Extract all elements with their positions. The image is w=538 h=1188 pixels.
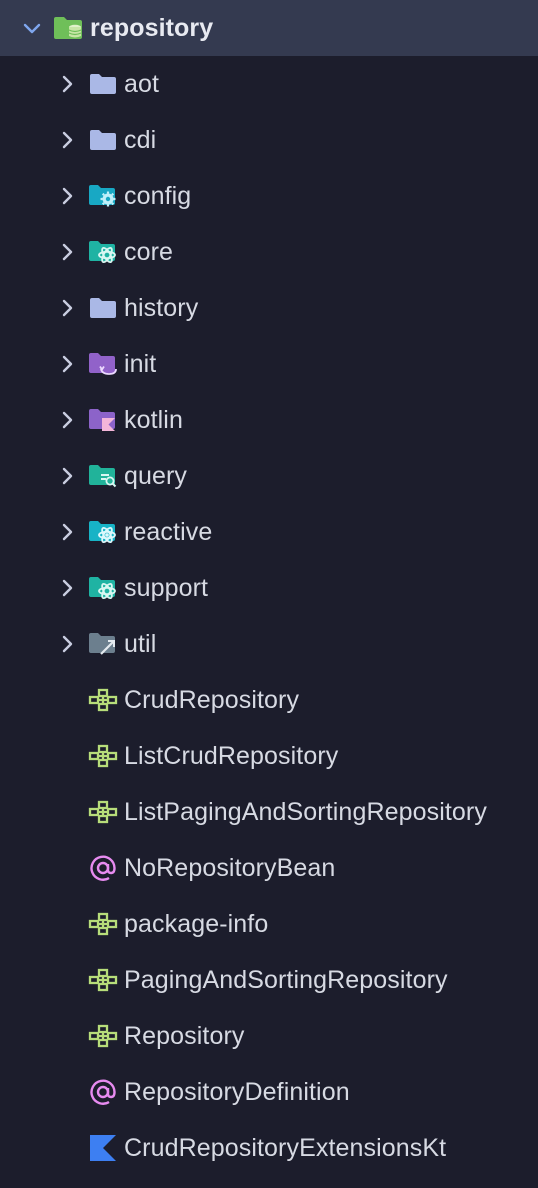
tree-row-file[interactable]: Repository	[0, 1008, 538, 1064]
java-class-icon	[88, 1022, 118, 1050]
tree-row-file[interactable]: ListPagingAndSortingRepository	[0, 784, 538, 840]
tree-row-folder[interactable]: cdi	[0, 112, 538, 168]
tree-row-file[interactable]: CrudRepositoryExtensionsKt	[0, 1120, 538, 1176]
tree-row-label: package-info	[124, 909, 269, 938]
kotlin-file-icon	[88, 1134, 118, 1162]
tree-row-label: query	[124, 461, 188, 490]
tree-row-file[interactable]: CrudRepository	[0, 672, 538, 728]
tree-row-folder[interactable]: reactive	[0, 504, 538, 560]
tree-row-label: aot	[124, 69, 160, 98]
tree-row-folder[interactable]: aot	[0, 56, 538, 112]
tree-row-folder[interactable]: kotlin	[0, 392, 538, 448]
database-folder-icon	[53, 14, 83, 42]
init-folder-icon	[88, 350, 118, 378]
tree-row-label: kotlin	[124, 405, 183, 434]
tree-row-file[interactable]: NoRepositoryBean	[0, 840, 538, 896]
java-class-icon	[88, 798, 118, 826]
support-folder-icon	[88, 574, 118, 602]
chevron-right-icon[interactable]	[55, 128, 79, 152]
core-folder-icon	[88, 238, 118, 266]
annotation-icon	[88, 1078, 118, 1106]
tree-row-file[interactable]: ListCrudRepository	[0, 728, 538, 784]
tree-row-label: init	[124, 349, 157, 378]
tree-row-label: RepositoryDefinition	[124, 1077, 350, 1106]
folder-icon	[88, 70, 118, 98]
tree-row-label: repository	[90, 13, 214, 42]
tree-row-label: config	[124, 181, 192, 210]
chevron-right-icon[interactable]	[55, 72, 79, 96]
tree-row-label: support	[124, 573, 209, 602]
tree-row-label: Repository	[124, 1021, 245, 1050]
tree-row-label: reactive	[124, 517, 213, 546]
chevron-right-icon[interactable]	[55, 296, 79, 320]
annotation-icon	[88, 854, 118, 882]
tree-row-label: history	[124, 293, 199, 322]
config-folder-icon	[88, 182, 118, 210]
tree-row-label: ListCrudRepository	[124, 741, 339, 770]
chevron-right-icon[interactable]	[55, 352, 79, 376]
java-class-icon	[88, 910, 118, 938]
tree-row-folder[interactable]: util	[0, 616, 538, 672]
chevron-right-icon[interactable]	[55, 520, 79, 544]
java-class-icon	[88, 742, 118, 770]
chevron-right-icon[interactable]	[55, 184, 79, 208]
folder-icon	[88, 126, 118, 154]
chevron-right-icon[interactable]	[55, 632, 79, 656]
tree-row-file[interactable]: RepositoryDefinition	[0, 1064, 538, 1120]
tree-row-label: ListPagingAndSortingRepository	[124, 797, 487, 826]
chevron-right-icon[interactable]	[55, 240, 79, 264]
java-class-icon	[88, 686, 118, 714]
chevron-down-icon[interactable]	[20, 16, 44, 40]
react-folder-icon	[88, 518, 118, 546]
tree-row-label: cdi	[124, 125, 157, 154]
tree-row-label: core	[124, 237, 174, 266]
tree-row-label: util	[124, 629, 157, 658]
chevron-right-icon[interactable]	[55, 464, 79, 488]
tree-row-folder[interactable]: query	[0, 448, 538, 504]
tree-row-label: CrudRepositoryExtensionsKt	[124, 1133, 447, 1162]
tree-row-file[interactable]: package-info	[0, 896, 538, 952]
kotlin-folder-icon	[88, 406, 118, 434]
query-folder-icon	[88, 462, 118, 490]
tree-row-folder[interactable]: core	[0, 224, 538, 280]
java-class-icon	[88, 966, 118, 994]
util-folder-icon	[88, 630, 118, 658]
tree-row-file[interactable]: PagingAndSortingRepository	[0, 952, 538, 1008]
tree-row-repository[interactable]: repository	[0, 0, 538, 56]
tree-row-label: PagingAndSortingRepository	[124, 965, 448, 994]
tree-row-label: CrudRepository	[124, 685, 300, 714]
folder-icon	[88, 294, 118, 322]
chevron-right-icon[interactable]	[55, 408, 79, 432]
tree-row-folder[interactable]: init	[0, 336, 538, 392]
chevron-right-icon[interactable]	[55, 576, 79, 600]
tree-row-label: NoRepositoryBean	[124, 853, 336, 882]
tree-row-folder[interactable]: support	[0, 560, 538, 616]
tree-row-folder[interactable]: history	[0, 280, 538, 336]
tree-row-folder[interactable]: config	[0, 168, 538, 224]
